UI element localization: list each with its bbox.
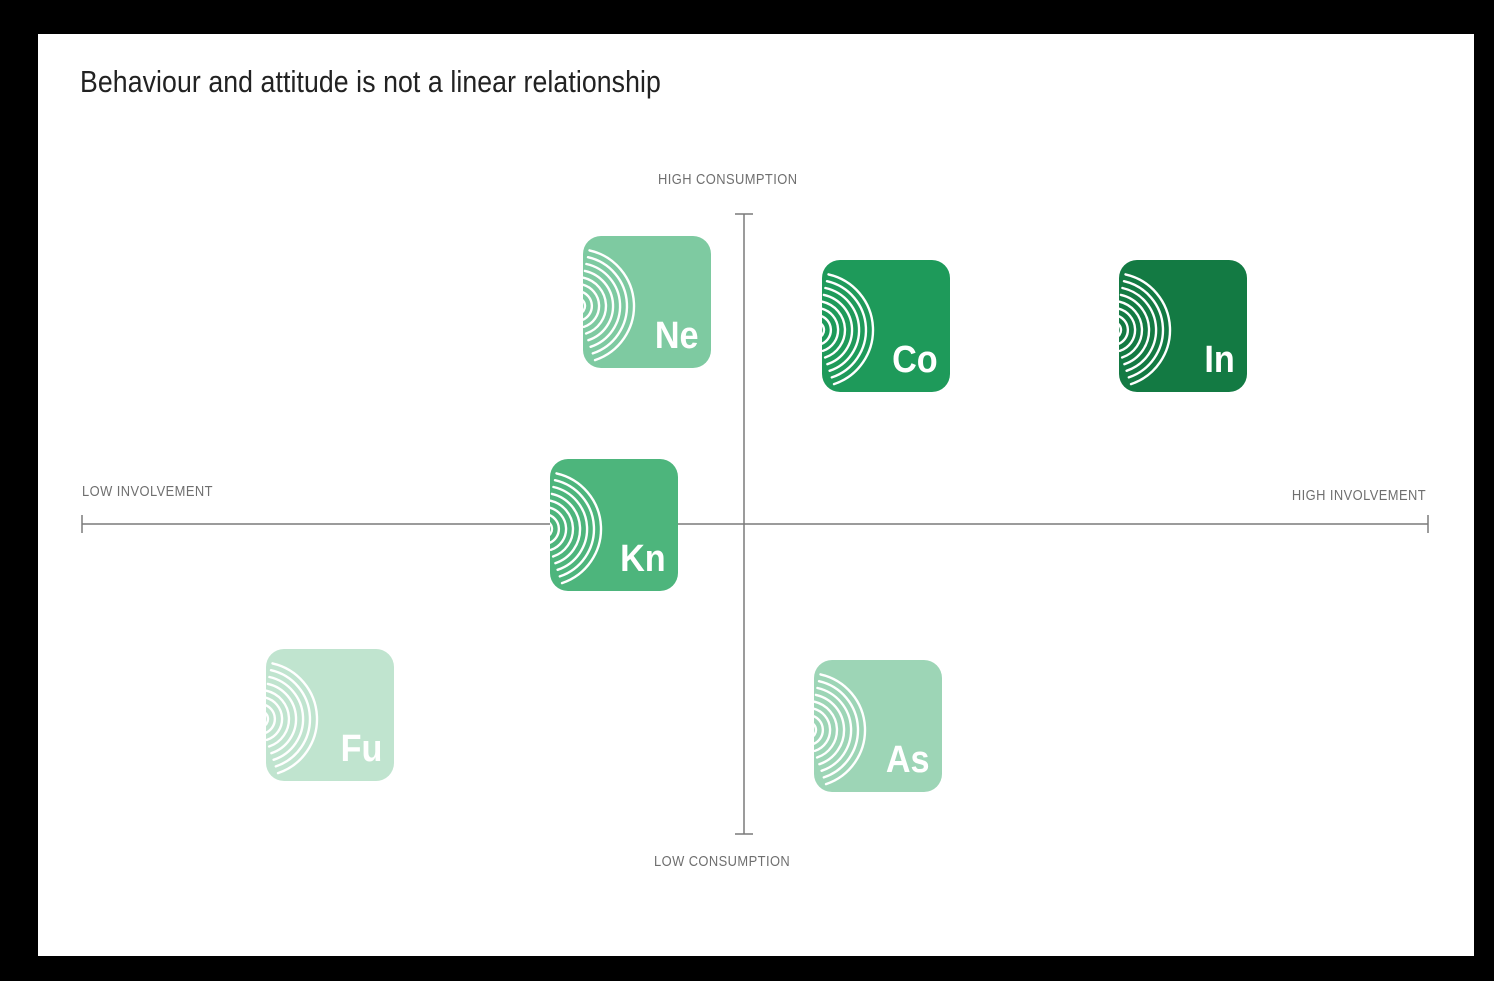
fingerprint-ridge xyxy=(268,675,305,761)
fingerprint-ridge xyxy=(819,673,867,786)
fingerprint-icon xyxy=(583,249,636,362)
fingerprint-ridge xyxy=(822,293,854,366)
fingerprint-ridge xyxy=(824,286,861,372)
fingerprint-ridge xyxy=(271,662,319,775)
fingerprint-ridge xyxy=(814,723,818,737)
fingerprint-ridge xyxy=(269,669,312,768)
fingerprint-ridge xyxy=(266,689,291,748)
fingerprint-ridge xyxy=(827,273,875,386)
segment-tile-co: Co xyxy=(822,260,950,392)
segment-abbr: Fu xyxy=(340,728,382,770)
fingerprint-ridge xyxy=(822,315,833,345)
fingerprint-ridge xyxy=(583,269,615,342)
segment-tile-kn: Kn xyxy=(550,459,678,591)
fingerprint-ridge xyxy=(588,249,636,362)
segment-abbr: As xyxy=(886,739,930,781)
fingerprint-ridge xyxy=(822,300,847,359)
fingerprint-ridge xyxy=(555,472,603,585)
fingerprint-ridge xyxy=(586,256,629,355)
axis-label-low-involvement: LOW INVOLVEMENT xyxy=(82,483,213,500)
fingerprint-ridge xyxy=(1124,273,1172,386)
page-title: Behaviour and attitude is not a linear r… xyxy=(80,64,661,99)
axes xyxy=(81,213,1429,835)
segment-abbr: Kn xyxy=(620,538,666,580)
fingerprint-ridge xyxy=(550,514,561,544)
fingerprint-ridge xyxy=(814,715,825,745)
fingerprint-ridge xyxy=(266,696,284,742)
fingerprint-ridge xyxy=(814,707,832,753)
axis-label-high-consumption: HIGH CONSUMPTION xyxy=(658,171,798,188)
segment-tile-in: In xyxy=(1119,260,1247,392)
fingerprint-ridge xyxy=(550,499,575,558)
fingerprint-ridge xyxy=(822,323,826,337)
segment-tile-ne: Ne xyxy=(583,236,711,368)
fingerprint-ridge xyxy=(550,522,554,536)
fingerprint-ridge xyxy=(585,262,622,348)
segment-abbr: In xyxy=(1204,339,1235,381)
fingerprint-ridge xyxy=(266,712,270,726)
fingerprint-ridge xyxy=(1119,315,1130,345)
fingerprint-ridge xyxy=(816,686,853,772)
fingerprint-ridge xyxy=(550,492,582,565)
fingerprint-ridge xyxy=(1119,293,1151,366)
fingerprint-ridge xyxy=(583,276,608,335)
segment-tile-fu: Fu xyxy=(266,649,394,781)
fingerprint-icon xyxy=(550,472,603,585)
fingerprint-ridge xyxy=(814,700,839,759)
fingerprint-icon xyxy=(814,673,867,786)
fingerprint-ridge xyxy=(1122,280,1165,379)
fingerprint-ridge xyxy=(1119,307,1137,353)
fingerprint-ridge xyxy=(266,682,298,755)
fingerprint-ridge xyxy=(1119,300,1144,359)
fingerprint-ridge xyxy=(1121,286,1158,372)
fingerprint-ridge xyxy=(583,291,594,321)
segment-abbr: Co xyxy=(892,339,938,381)
axis-label-high-involvement: HIGH INVOLVEMENT xyxy=(1291,487,1426,504)
diagram-frame: Behaviour and attitude is not a linear r… xyxy=(38,34,1474,956)
fingerprint-ridge xyxy=(822,307,840,353)
fingerprint-icon xyxy=(822,273,875,386)
segment-tile-as: As xyxy=(814,660,942,792)
fingerprint-ridge xyxy=(583,299,587,313)
fingerprint-ridge xyxy=(817,680,860,779)
fingerprint-icon xyxy=(1119,273,1172,386)
fingerprint-ridge xyxy=(583,283,601,329)
segment-abbr: Ne xyxy=(655,315,699,357)
fingerprint-ridge xyxy=(814,693,846,766)
fingerprint-ridge xyxy=(1119,323,1123,337)
fingerprint-ridge xyxy=(550,506,568,552)
axis-label-low-consumption: LOW CONSUMPTION xyxy=(654,853,791,870)
fingerprint-ridge xyxy=(553,479,596,578)
fingerprint-ridge xyxy=(266,704,277,734)
fingerprint-ridge xyxy=(825,280,868,379)
fingerprint-icon xyxy=(266,662,319,775)
fingerprint-ridge xyxy=(552,485,589,571)
